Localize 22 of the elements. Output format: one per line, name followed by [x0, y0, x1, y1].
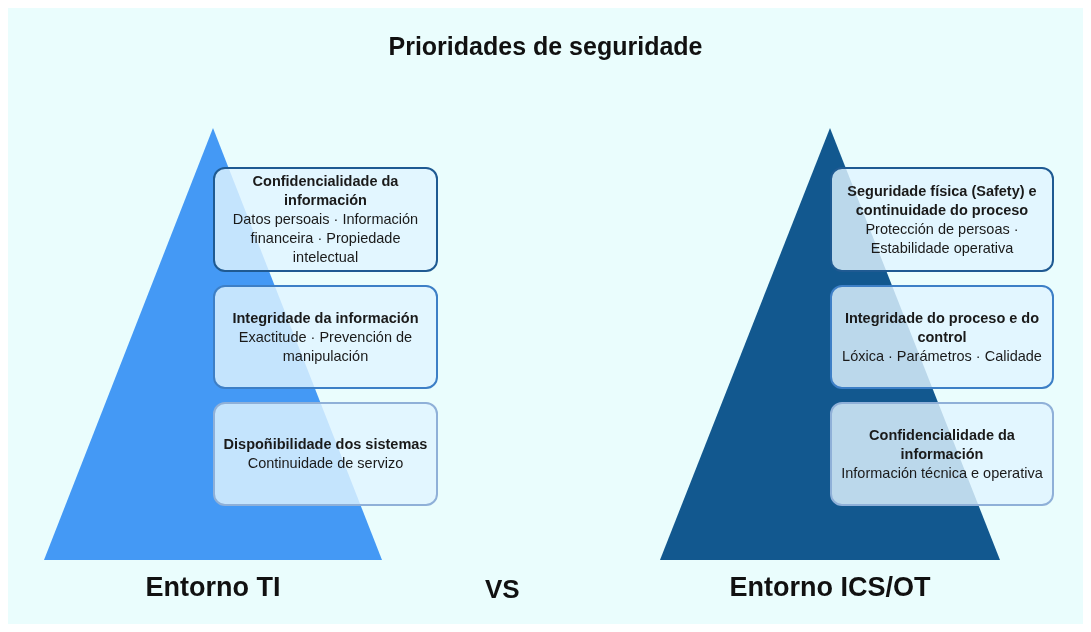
environment-heading: Entorno ICS/OT — [728, 572, 932, 603]
priority-card — [830, 402, 1054, 506]
priority-description: Protección de persoas · Estabilidade operativa — [864, 219, 1020, 258]
priority-heading: Confidencialidade da información — [868, 425, 1016, 464]
priority-card — [213, 402, 438, 506]
priority-description: Lóxica · Parámetros · Calidade — [842, 346, 1042, 366]
priority-description: Continuidade de servizo — [247, 454, 404, 473]
environment-heading: Entorno TI — [144, 572, 282, 603]
priority-heading: Confidencialidade da información — [251, 172, 400, 210]
priority-card — [213, 285, 438, 389]
versus-label: VS — [485, 574, 520, 605]
priority-description: Exactitude · Prevención de manipulación — [237, 327, 414, 366]
priority-heading: Integridade do proceso e do control — [843, 308, 1041, 347]
priority-heading: Seguridade física (Safety) e continuidade do proceso — [846, 181, 1038, 220]
priority-description: Datos persoais · Información financeira · Propiedade intelectual — [231, 210, 420, 267]
priority-card — [213, 167, 438, 272]
title: Prioridades de seguridade — [387, 32, 704, 61]
priority-card — [830, 167, 1054, 272]
priority-heading: Integridade da información — [232, 308, 419, 328]
priority-description: Información técnica e operativa — [841, 463, 1043, 483]
priority-heading: Dispoñibilidade dos sistemas — [223, 435, 428, 454]
priority-card — [830, 285, 1054, 389]
